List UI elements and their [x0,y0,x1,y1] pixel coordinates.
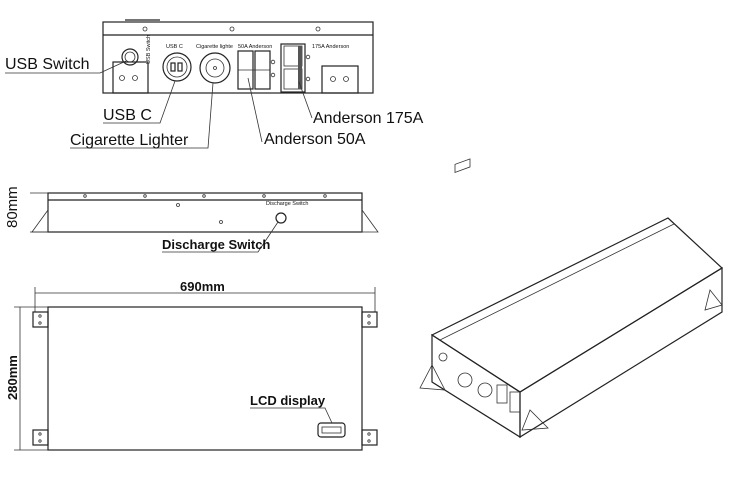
panel-text-usb-c: USB C [166,44,183,50]
anderson-50a-connector [237,50,271,90]
discharge-switch [275,212,287,224]
front-panel-view: USB Switch USB C Cigarette lighte 50A An… [5,19,424,149]
panel-text-usb-switch: USB Switch [146,35,152,64]
panel-text-anderson-175a: 175A Anderson [312,44,349,50]
depth-dimension: 280mm [5,355,20,400]
callout-usb-c: USB C [103,107,152,124]
callout-cigarette-lighter: Cigarette Lighter [70,132,189,149]
lcd-display [317,422,346,438]
side-view: Discharge Switch 80mm Discharge Switch [4,186,379,253]
height-dimension: 80mm [4,186,21,228]
callout-discharge-switch: Discharge Switch [162,237,270,252]
callout-usb-switch: USB Switch [5,56,89,73]
cigarette-lighter-socket [199,52,231,84]
top-view: 690mm 280mm LCD display [5,279,378,451]
callout-lcd-display: LCD display [250,393,326,408]
width-dimension: 690mm [180,279,225,294]
callout-anderson-50a: Anderson 50A [264,131,366,148]
anderson-175a-connector [280,43,306,93]
panel-text-cigarette: Cigarette lighte [196,44,233,50]
usb-c-port [162,52,192,82]
callout-anderson-175a: Anderson 175A [313,110,424,127]
panel-text-anderson-50a: 50A Anderson [238,44,272,50]
panel-text-discharge-switch: Discharge Switch [266,201,309,207]
isometric-view [419,158,723,439]
usb-switch [121,48,139,66]
